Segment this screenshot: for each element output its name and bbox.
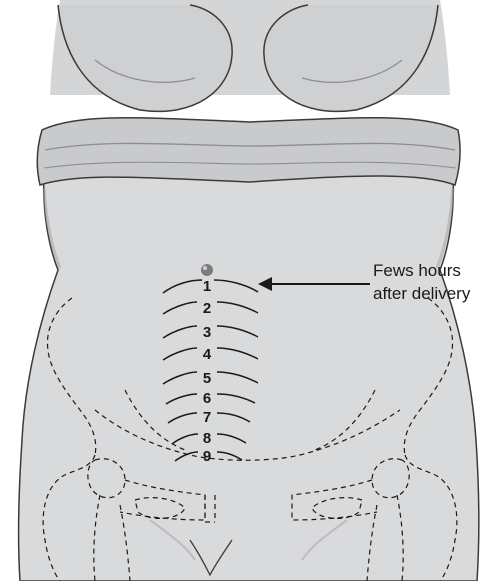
level-7: 7 bbox=[203, 409, 211, 426]
rolled-garment bbox=[37, 118, 460, 185]
level-1: 1 bbox=[203, 278, 211, 295]
left-breast bbox=[58, 5, 232, 111]
level-8: 8 bbox=[203, 430, 211, 447]
fundal-level-numbers: 1 2 3 4 5 6 7 8 9 bbox=[203, 278, 212, 465]
umbilicus-highlight bbox=[203, 266, 207, 270]
umbilicus bbox=[201, 264, 213, 276]
level-6: 6 bbox=[203, 390, 211, 407]
callout-label-line1: Fews hours bbox=[373, 261, 461, 280]
level-9: 9 bbox=[203, 448, 211, 465]
right-breast bbox=[264, 5, 438, 111]
callout-label-line2: after delivery bbox=[373, 284, 471, 303]
level-4: 4 bbox=[203, 346, 212, 363]
level-2: 2 bbox=[203, 300, 211, 317]
level-5: 5 bbox=[203, 370, 211, 387]
level-3: 3 bbox=[203, 324, 211, 341]
